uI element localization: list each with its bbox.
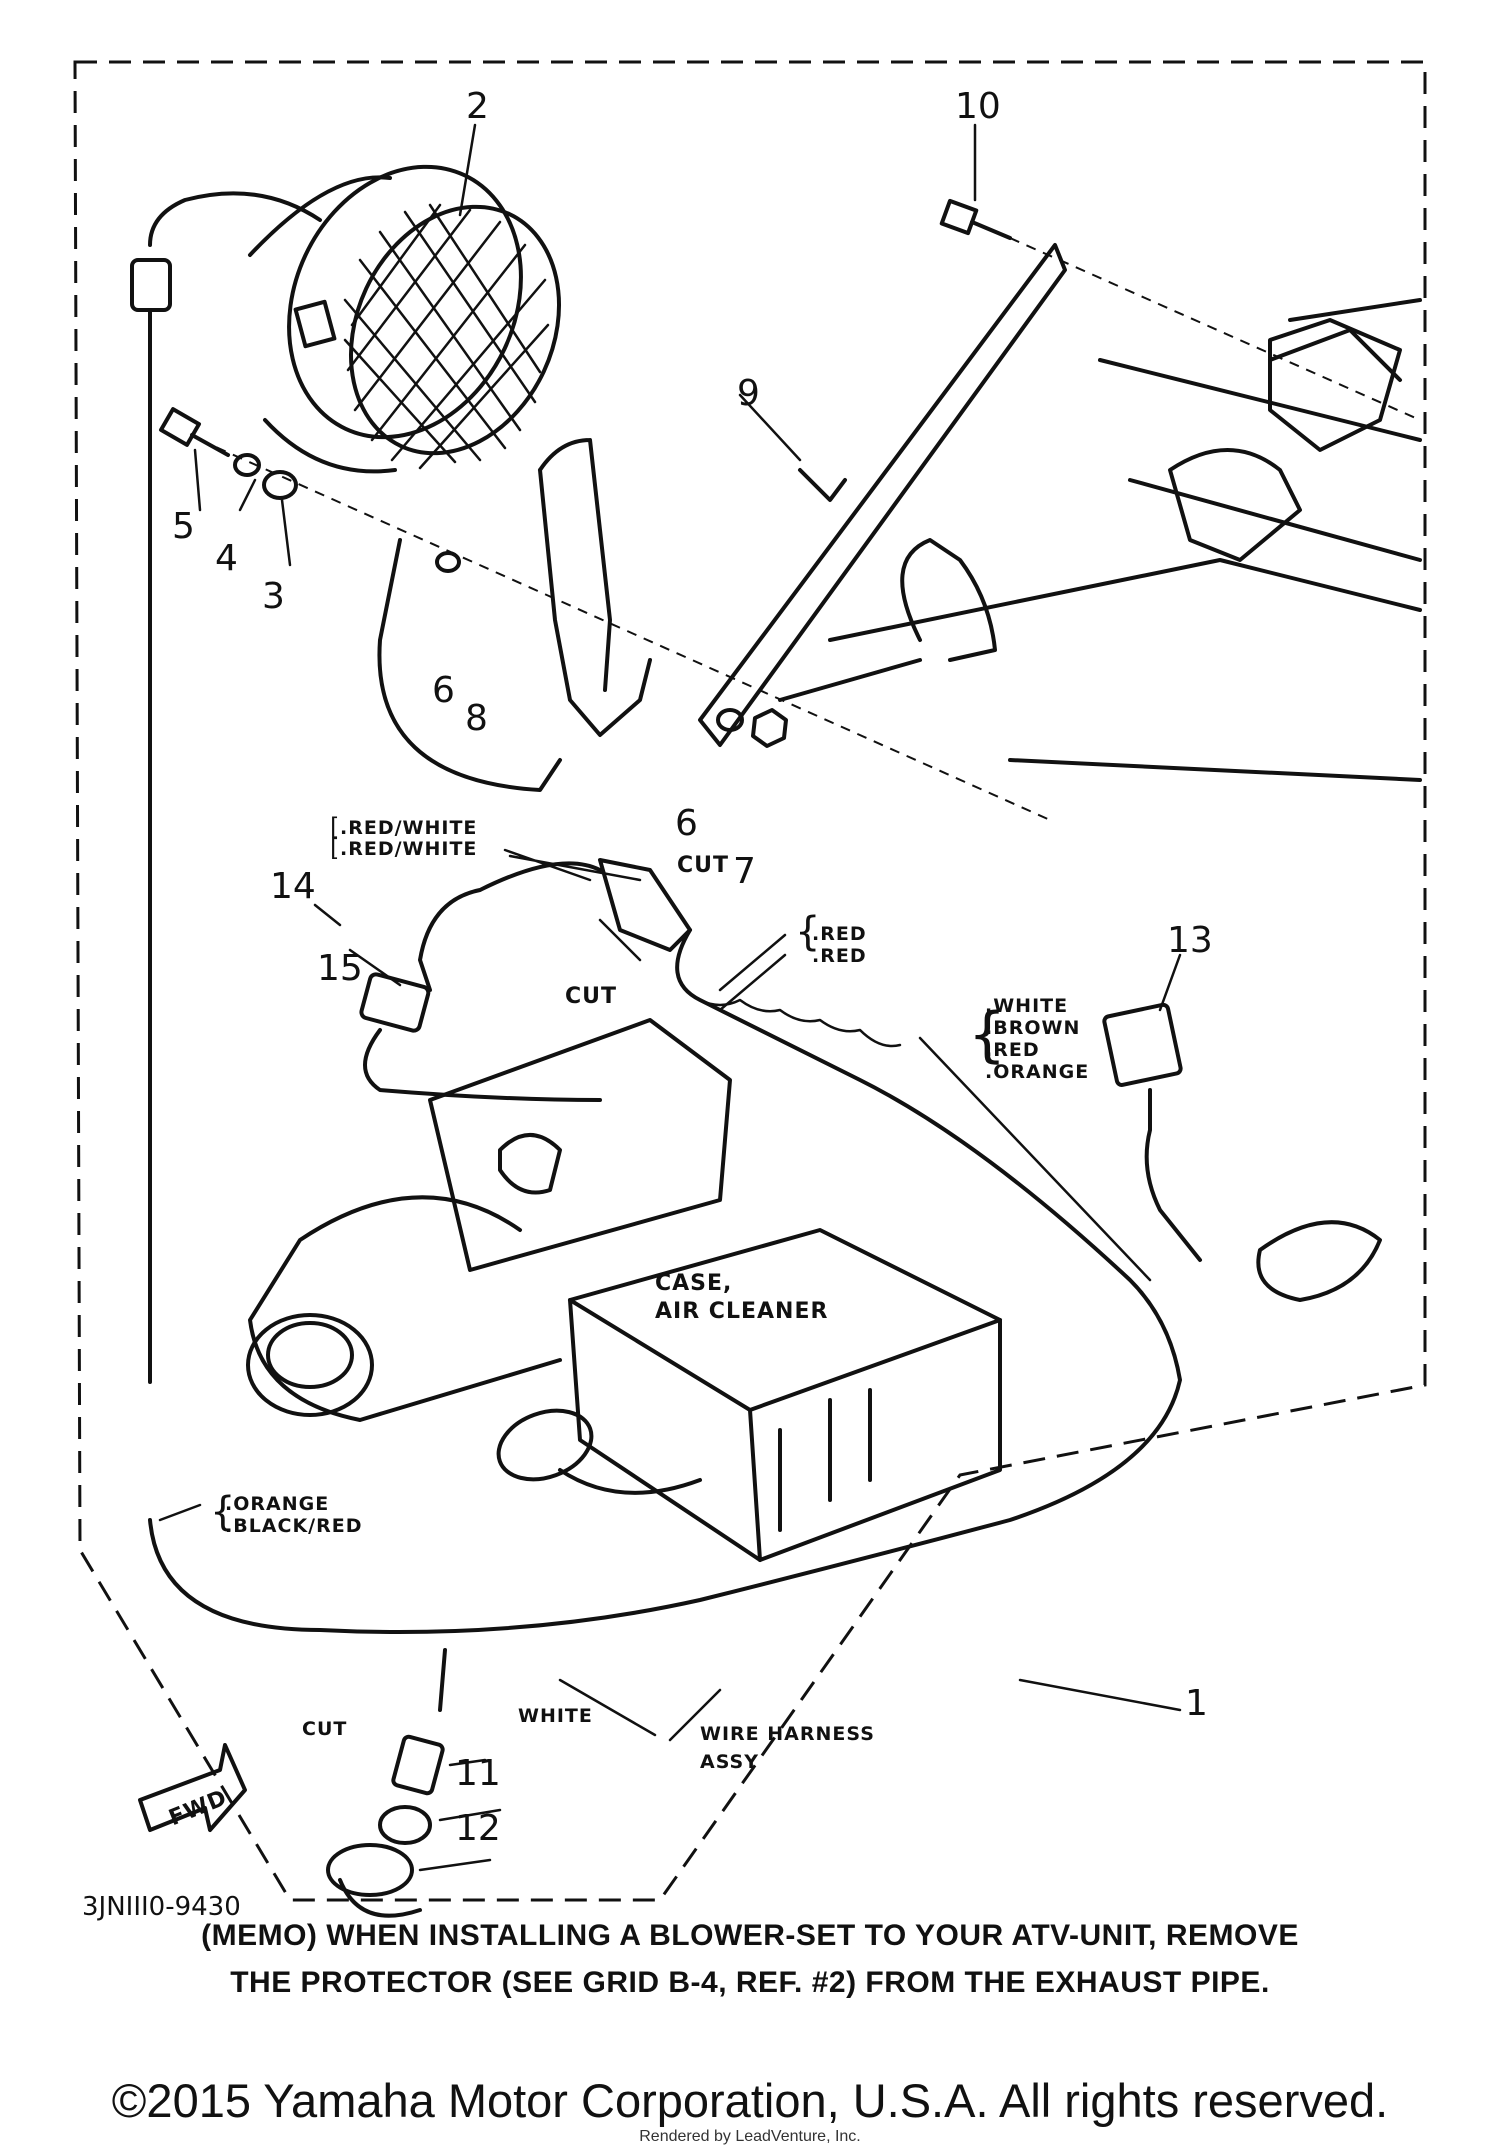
callout-13: 13 xyxy=(1167,920,1213,961)
nut-7 xyxy=(751,708,788,748)
callout-14: 14 xyxy=(270,866,316,907)
frame xyxy=(778,298,1422,782)
label-black-red: .BLACK/RED xyxy=(225,1515,363,1537)
callout-5: 5 xyxy=(172,506,195,547)
svg-text:[: [ xyxy=(330,813,339,841)
fwd-label: FWD xyxy=(165,1785,231,1831)
wire-harness xyxy=(148,928,1182,1634)
label-brown: .BROWN xyxy=(985,1017,1080,1039)
memo-line-2: THE PROTECTOR (SEE GRID B-4, REF. #2) FR… xyxy=(230,1966,1270,1999)
label-white: .WHITE xyxy=(985,995,1068,1017)
callout-2: 2 xyxy=(466,86,489,127)
switch-11 xyxy=(378,1734,445,1845)
bolt-10 xyxy=(939,198,1012,240)
label-red-white-1: .RED/WHITE xyxy=(340,817,477,839)
bracket-8 xyxy=(538,438,652,737)
callout-6-upper: 6 xyxy=(432,670,455,711)
label-case: CASE, xyxy=(655,1271,732,1296)
callout-15: 15 xyxy=(317,948,363,989)
washer-4 xyxy=(233,453,261,477)
memo-line-1: (MEMO) WHEN INSTALLING A BLOWER-SET TO Y… xyxy=(201,1919,1299,1952)
bolt-5 xyxy=(159,407,230,457)
label-red-white-2: .RED/WHITE xyxy=(340,838,477,860)
callout-9: 9 xyxy=(737,373,760,414)
assembly-boundary xyxy=(73,60,1427,1902)
callout-6-lower: 6 xyxy=(675,803,698,844)
label-cut-bottom: CUT xyxy=(302,1718,347,1740)
memo-note: (MEMO) WHEN INSTALLING A BLOWER-SET TO Y… xyxy=(60,1912,1440,2006)
relay-13 xyxy=(1102,1002,1382,1302)
label-orange-left: .ORANGE xyxy=(225,1493,329,1515)
label-assy: ASSY xyxy=(700,1751,759,1773)
callout-3: 3 xyxy=(262,576,285,617)
svg-text:{: { xyxy=(968,1000,1006,1070)
label-cut-top: CUT xyxy=(677,853,729,878)
air-cleaner-case xyxy=(246,1018,1002,1562)
callout-11: 11 xyxy=(455,1753,501,1794)
callout-1: 1 xyxy=(1185,1683,1208,1724)
callout-8: 8 xyxy=(465,698,488,739)
label-air-cleaner: AIR CLEANER xyxy=(655,1299,828,1324)
svg-text:[: [ xyxy=(330,834,339,862)
copyright-notice: ©2015 Yamaha Motor Corporation, U.S.A. A… xyxy=(111,2074,1389,2127)
label-red: .RED xyxy=(985,1039,1040,1061)
blower-fan xyxy=(130,164,561,1384)
rendered-by-notice: Rendered by LeadVenture, Inc. xyxy=(639,2128,861,2145)
grommet-3 xyxy=(262,470,298,500)
fwd-arrow: FWD xyxy=(138,1743,247,1832)
callout-10: 10 xyxy=(955,86,1001,127)
label-red-1: .RED xyxy=(812,923,867,945)
callout-4: 4 xyxy=(215,538,238,579)
switch-12 xyxy=(326,1843,422,1918)
svg-text:{: { xyxy=(795,909,820,955)
callout-12: 12 xyxy=(455,1808,501,1849)
label-white-bottom: WHITE xyxy=(518,1705,593,1727)
part-code: 3JNIII0-9430 xyxy=(82,1892,241,1922)
label-wire-harness: WIRE HARNESS xyxy=(700,1723,875,1745)
label-orange: .ORANGE xyxy=(985,1061,1089,1083)
label-cut-mid: CUT xyxy=(565,984,617,1009)
label-red-2: .RED xyxy=(812,945,867,967)
sensor-15 xyxy=(359,972,602,1102)
callout-7: 7 xyxy=(733,851,756,892)
svg-text:{: { xyxy=(210,1489,235,1535)
stay-9 xyxy=(698,243,1067,747)
washer-6-upper xyxy=(435,551,461,573)
